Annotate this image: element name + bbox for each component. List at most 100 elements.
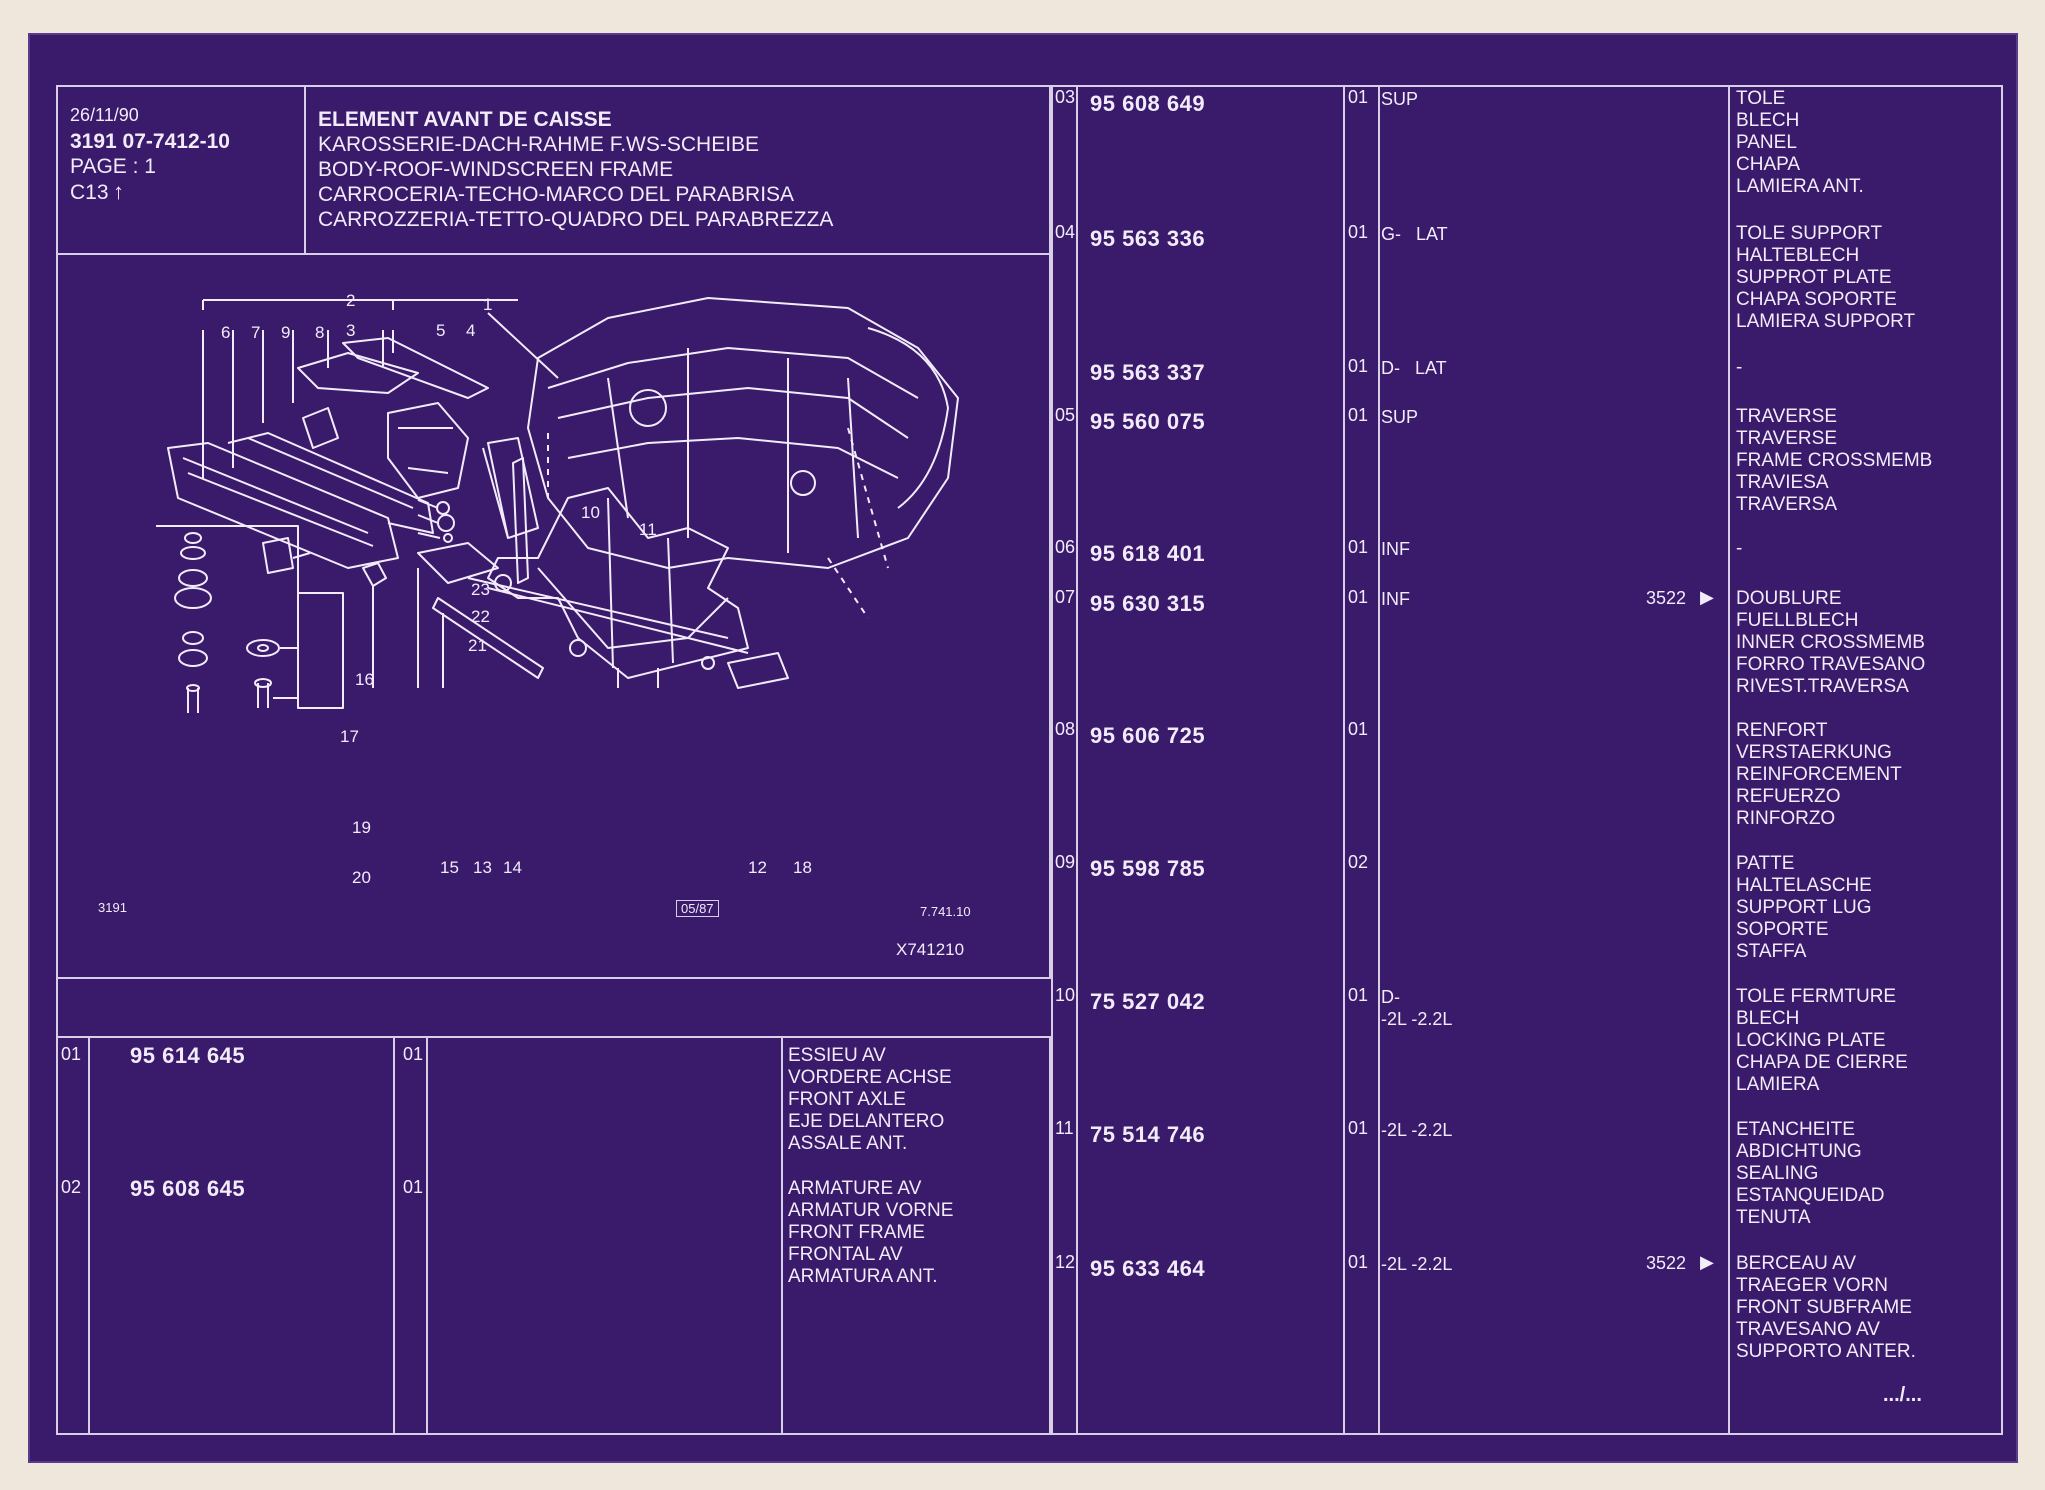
doc-date: 26/11/90: [70, 105, 139, 125]
title-line-3: BODY-ROOF-WINDSCREEN FRAME: [318, 158, 674, 181]
description: ESSIEU AV VORDERE ACHSE FRONT AXLE EJE D…: [788, 1045, 952, 1155]
position-number: 05: [1055, 405, 1076, 425]
desc-line-1: PATTE: [1736, 853, 1795, 874]
desc-line-3: SUPPROT PLATE: [1736, 267, 1892, 288]
desc-line-1: -: [1736, 538, 1743, 559]
title-line-5: CARROZZERIA-TETTO-QUADRO DEL PARABREZZA: [318, 208, 834, 231]
part-number: 95 618 401: [1090, 541, 1206, 566]
position-number: 08: [1055, 719, 1076, 739]
desc-line-5: RIVEST.TRAVERSA: [1736, 676, 1909, 697]
callout-13: 13: [473, 858, 492, 877]
exploded-diagram: [156, 297, 959, 713]
desc-line-1: TOLE: [1736, 88, 1786, 109]
desc-line-4: TRAVIESA: [1736, 472, 1829, 493]
right-col-divider-1: [1076, 85, 1078, 1435]
doc-ref: 3191 07-7412-10: [70, 130, 230, 153]
desc-line-2: VORDERE ACHSE: [788, 1067, 952, 1088]
desc-line-1: ETANCHEITE: [1736, 1119, 1855, 1140]
right-col-divider-4: [1728, 85, 1730, 1435]
desc-line-2: FUELLBLECH: [1736, 610, 1859, 631]
quantity: 01: [1348, 356, 1369, 376]
microfiche-sheet: 26/11/90 3191 07-7412-10 PAGE : 1 C13 ↑ …: [28, 33, 2018, 1463]
callout-6: 6: [221, 323, 231, 342]
desc-line-3: SEALING: [1736, 1163, 1819, 1184]
desc-line-3: FRONT FRAME: [788, 1222, 925, 1243]
left-table-box: [56, 1036, 1051, 1435]
desc-line-2: BLECH: [1736, 110, 1800, 131]
desc-line-5: LAMIERA ANT.: [1736, 176, 1864, 197]
desc-line-3: FRONT AXLE: [788, 1089, 906, 1110]
callout-9: 9: [281, 323, 291, 342]
callout-17: 17: [340, 727, 359, 746]
desc-line-2: HALTELASCHE: [1736, 875, 1872, 896]
title-line-1: ELEMENT AVANT DE CAISSE: [318, 108, 612, 131]
quantity: 01: [403, 1177, 424, 1197]
desc-line-4: REFUERZO: [1736, 786, 1841, 807]
callout-12: 12: [748, 858, 767, 877]
desc-line-5: TENUTA: [1736, 1207, 1811, 1228]
desc-line-1: ARMATURE AV: [788, 1178, 922, 1199]
quantity: 01: [1348, 719, 1369, 739]
variant: D- -2L -2.2L: [1381, 987, 1453, 1029]
position-number: 03: [1055, 87, 1076, 107]
desc-line-3: PANEL: [1736, 132, 1797, 153]
part-number: 95 598 785: [1090, 856, 1206, 881]
variant: SUP: [1381, 89, 1419, 109]
diagram-code-right: 7.741.10: [920, 904, 971, 919]
left-col-divider-3: [426, 1036, 428, 1435]
right-col-divider-3: [1378, 85, 1380, 1435]
left-col-divider-1: [88, 1036, 90, 1435]
position-number: 10: [1055, 985, 1076, 1005]
desc-line-2: TRAVERSE: [1736, 428, 1838, 449]
description: ARMATURE AV ARMATUR VORNE FRONT FRAME FR…: [788, 1178, 953, 1288]
reference-number: 3522: [1646, 1253, 1687, 1273]
quantity: 01: [1348, 587, 1369, 607]
desc-line-4: ESTANQUEIDAD: [1736, 1185, 1885, 1206]
part-number: 95 633 464: [1090, 1256, 1206, 1281]
desc-line-1: BERCEAU AV: [1736, 1253, 1857, 1274]
callout-4: 4: [466, 321, 476, 340]
variant: G- LAT: [1381, 224, 1448, 244]
part-number: 95 563 337: [1090, 360, 1206, 385]
part-number: 75 527 042: [1090, 989, 1206, 1014]
desc-line-1: ESSIEU AV: [788, 1045, 886, 1066]
part-number: 95 630 315: [1090, 591, 1206, 616]
desc-line-1: -: [1736, 357, 1743, 378]
desc-line-4: FRONTAL AV: [788, 1244, 903, 1265]
callout-19: 19: [352, 818, 371, 837]
callout-18: 18: [793, 858, 812, 877]
title-line-2: KAROSSERIE-DACH-RAHME F.WS-SCHEIBE: [318, 133, 760, 156]
variant: INF: [1381, 539, 1410, 559]
desc-line-3: FRAME CROSSMEMB: [1736, 450, 1933, 471]
diagram-bottom-rule: [56, 977, 1051, 979]
callout-22: 22: [471, 607, 490, 626]
desc-line-5: TRAVERSA: [1736, 494, 1838, 515]
desc-line-1: TOLE FERMTURE: [1736, 986, 1897, 1007]
part-number: 95 614 645: [130, 1043, 246, 1068]
callout-2: 2: [346, 291, 356, 310]
right-table-box: [1051, 85, 2003, 1435]
desc-line-5: STAFFA: [1736, 941, 1807, 962]
position-number: 06: [1055, 537, 1076, 557]
diagram-code-left: 3191: [98, 900, 127, 915]
quantity: 01: [1348, 537, 1369, 557]
desc-line-5: LAMIERA SUPPORT: [1736, 311, 1916, 332]
position-number: 09: [1055, 852, 1076, 872]
quantity: 01: [1348, 1118, 1369, 1138]
callout-16: 16: [355, 670, 374, 689]
callout-7: 7: [251, 323, 261, 342]
variant: -2L -2.2L: [1381, 1120, 1453, 1140]
desc-line-4: CHAPA SOPORTE: [1736, 289, 1897, 310]
quantity: 01: [1348, 405, 1369, 425]
part-number: 95 606 725: [1090, 723, 1206, 748]
variant: D- LAT: [1381, 358, 1447, 378]
quantity: 01: [403, 1044, 424, 1064]
position-number: 04: [1055, 222, 1076, 242]
callout-15: 15: [440, 858, 459, 877]
desc-line-2: ABDICHTUNG: [1736, 1141, 1862, 1162]
